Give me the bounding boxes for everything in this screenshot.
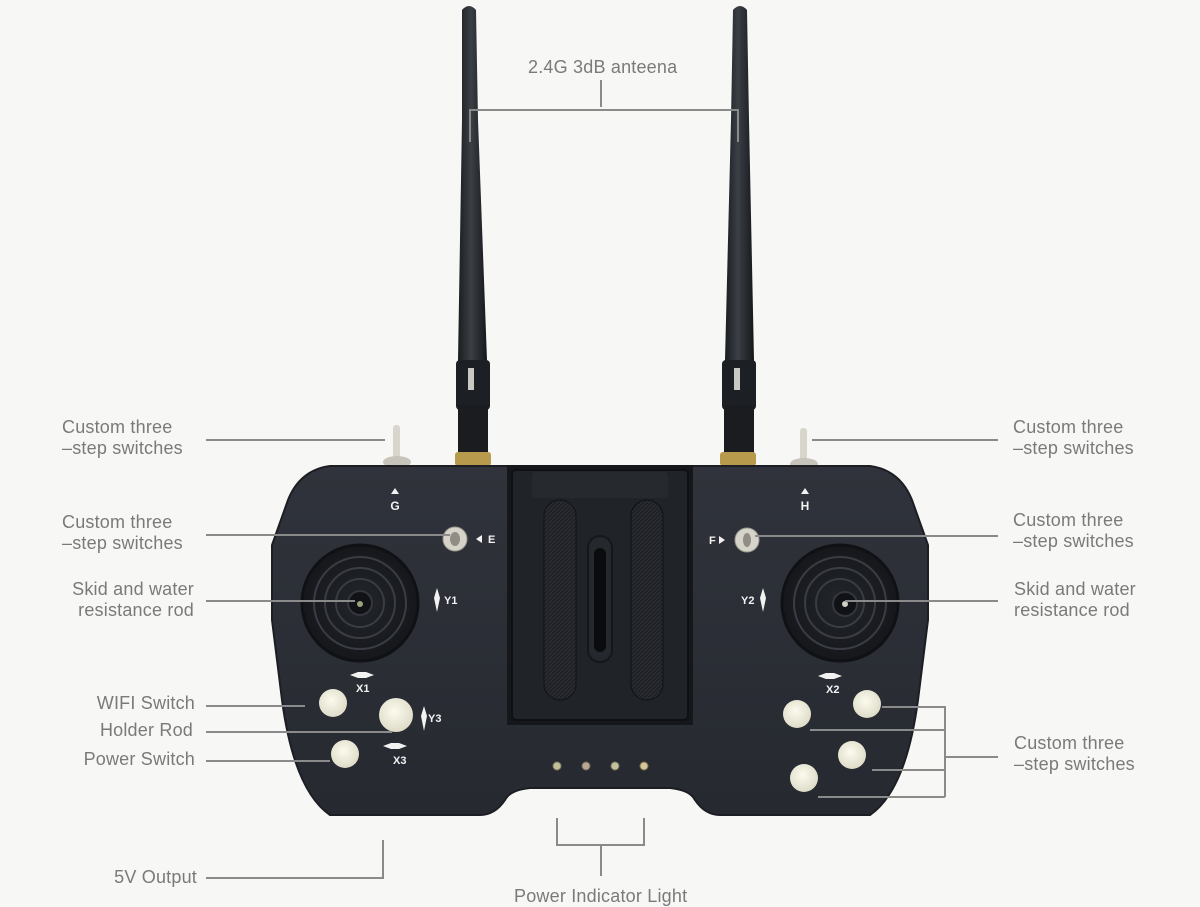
custom-button-3[interactable]: [838, 741, 866, 769]
left-antenna: [455, 6, 491, 466]
power-switch-button[interactable]: [331, 740, 359, 768]
label-holder-rod: Holder Rod: [99, 720, 193, 740]
svg-text:X1: X1: [356, 683, 369, 695]
svg-text:Y3: Y3: [428, 713, 441, 725]
marking-y1: Y1: [434, 588, 457, 612]
custom-button-1[interactable]: [853, 690, 881, 718]
leader-lines: [206, 80, 998, 879]
marking-g: G: [390, 488, 400, 513]
label-wifi-switch: WIFI Switch: [96, 693, 195, 713]
svg-text:X3: X3: [393, 755, 406, 767]
custom-button-4[interactable]: [790, 764, 818, 792]
svg-text:Y2: Y2: [741, 595, 754, 607]
label-right-buttons: Custom three –step switches: [1014, 733, 1135, 774]
svg-text:E: E: [488, 534, 495, 546]
custom-button-2[interactable]: [783, 700, 811, 728]
label-5v-output: 5V Output: [114, 867, 197, 887]
toggle-switch-g[interactable]: [383, 425, 411, 468]
marking-h: H: [801, 488, 810, 513]
marking-y2: Y2: [741, 588, 766, 612]
label-mid-right-switch: Custom three –step switches: [1013, 510, 1134, 551]
toggle-switch-e[interactable]: [442, 526, 468, 552]
marking-x2: X2: [818, 673, 842, 696]
label-top-right-switch: Custom three –step switches: [1013, 417, 1134, 458]
marking-y3: Y3: [421, 706, 441, 731]
marking-x3: X3: [383, 743, 407, 767]
svg-text:G: G: [390, 499, 399, 513]
marking-x1: X1: [350, 672, 374, 695]
svg-text:F: F: [709, 535, 716, 547]
label-power-indicator: Power Indicator Light: [514, 886, 688, 906]
label-power-switch: Power Switch: [83, 749, 195, 769]
holder-rod-button[interactable]: [379, 698, 413, 732]
svg-text:X2: X2: [826, 684, 839, 696]
phone-holder-clip[interactable]: [507, 465, 693, 725]
toggle-switch-h[interactable]: [790, 428, 818, 470]
label-antenna: 2.4G 3dB anteena: [528, 57, 678, 77]
wifi-switch-button[interactable]: [319, 689, 347, 717]
toggle-switch-f[interactable]: [734, 527, 760, 553]
left-joystick[interactable]: [300, 543, 420, 663]
label-top-left-switch: Custom three –step switches: [62, 417, 183, 458]
marking-f: F: [709, 535, 725, 547]
right-joystick[interactable]: [780, 543, 900, 663]
label-mid-left-switch: Custom three –step switches: [62, 512, 183, 553]
right-antenna: [720, 6, 756, 466]
label-right-stick: Skid and water resistance rod: [1014, 579, 1136, 620]
svg-text:Y1: Y1: [444, 595, 457, 607]
svg-text:H: H: [801, 499, 810, 513]
power-indicator-leds: [552, 761, 649, 771]
marking-e: E: [476, 534, 495, 546]
label-left-stick: Skid and water resistance rod: [72, 579, 194, 620]
